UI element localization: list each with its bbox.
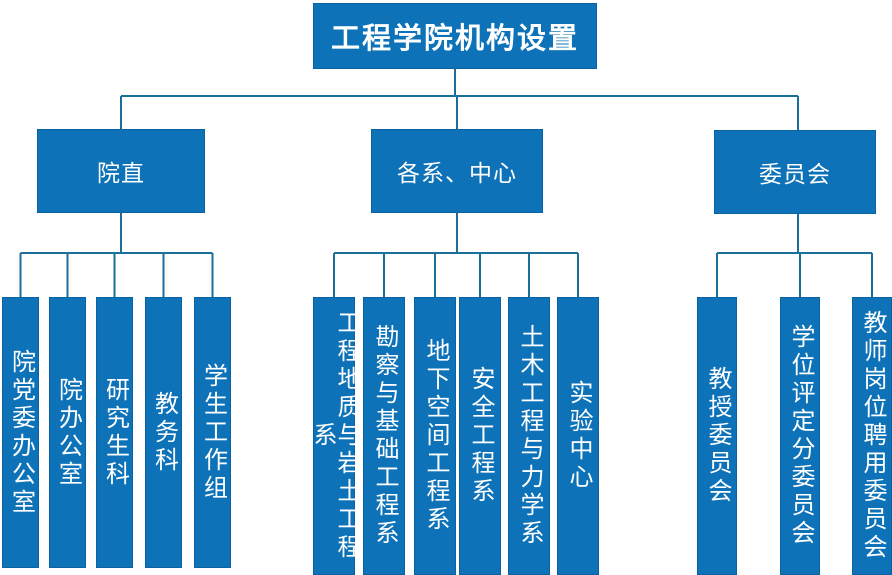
leaf-node-degree-evaluation-subcommittee: 学位评定分委员会 <box>780 297 820 575</box>
leaf-node-academic-affairs-section: 教务科 <box>145 297 182 568</box>
leaf-node-professor-committee: 教授委员会 <box>697 297 737 575</box>
leaf-node-experiment-center: 实验中心 <box>557 297 599 575</box>
leaf-node-underground-space-dept: 地下空间工程系 <box>414 297 456 575</box>
leaf-node-safety-engineering-dept: 安全工程系 <box>459 297 501 575</box>
branch-node-college-direct: 院直 <box>37 129 205 213</box>
leaf-node-party-office: 院党委办公室 <box>2 297 39 568</box>
leaf-node-student-work-group: 学生工作组 <box>194 297 231 568</box>
leaf-node-engineering-geology-geotechnical-dept: 工程地质与岩土工程系 <box>309 297 360 575</box>
leaf-node-teacher-post-employment-committee: 教师岗位聘用委员会 <box>852 297 892 575</box>
branch-node-committees: 委员会 <box>714 130 876 214</box>
leaf-node-college-office: 院办公室 <box>49 297 86 568</box>
leaf-node-civil-engineering-mechanics-dept: 土木工程与力学系 <box>508 297 550 575</box>
branch-node-departments-centers: 各系、中心 <box>371 129 543 213</box>
leaf-node-graduate-section: 研究生科 <box>96 297 133 568</box>
leaf-node-survey-foundation-dept: 勘察与基础工程系 <box>363 297 405 575</box>
root-node-college-title: 工程学院机构设置 <box>313 3 597 69</box>
